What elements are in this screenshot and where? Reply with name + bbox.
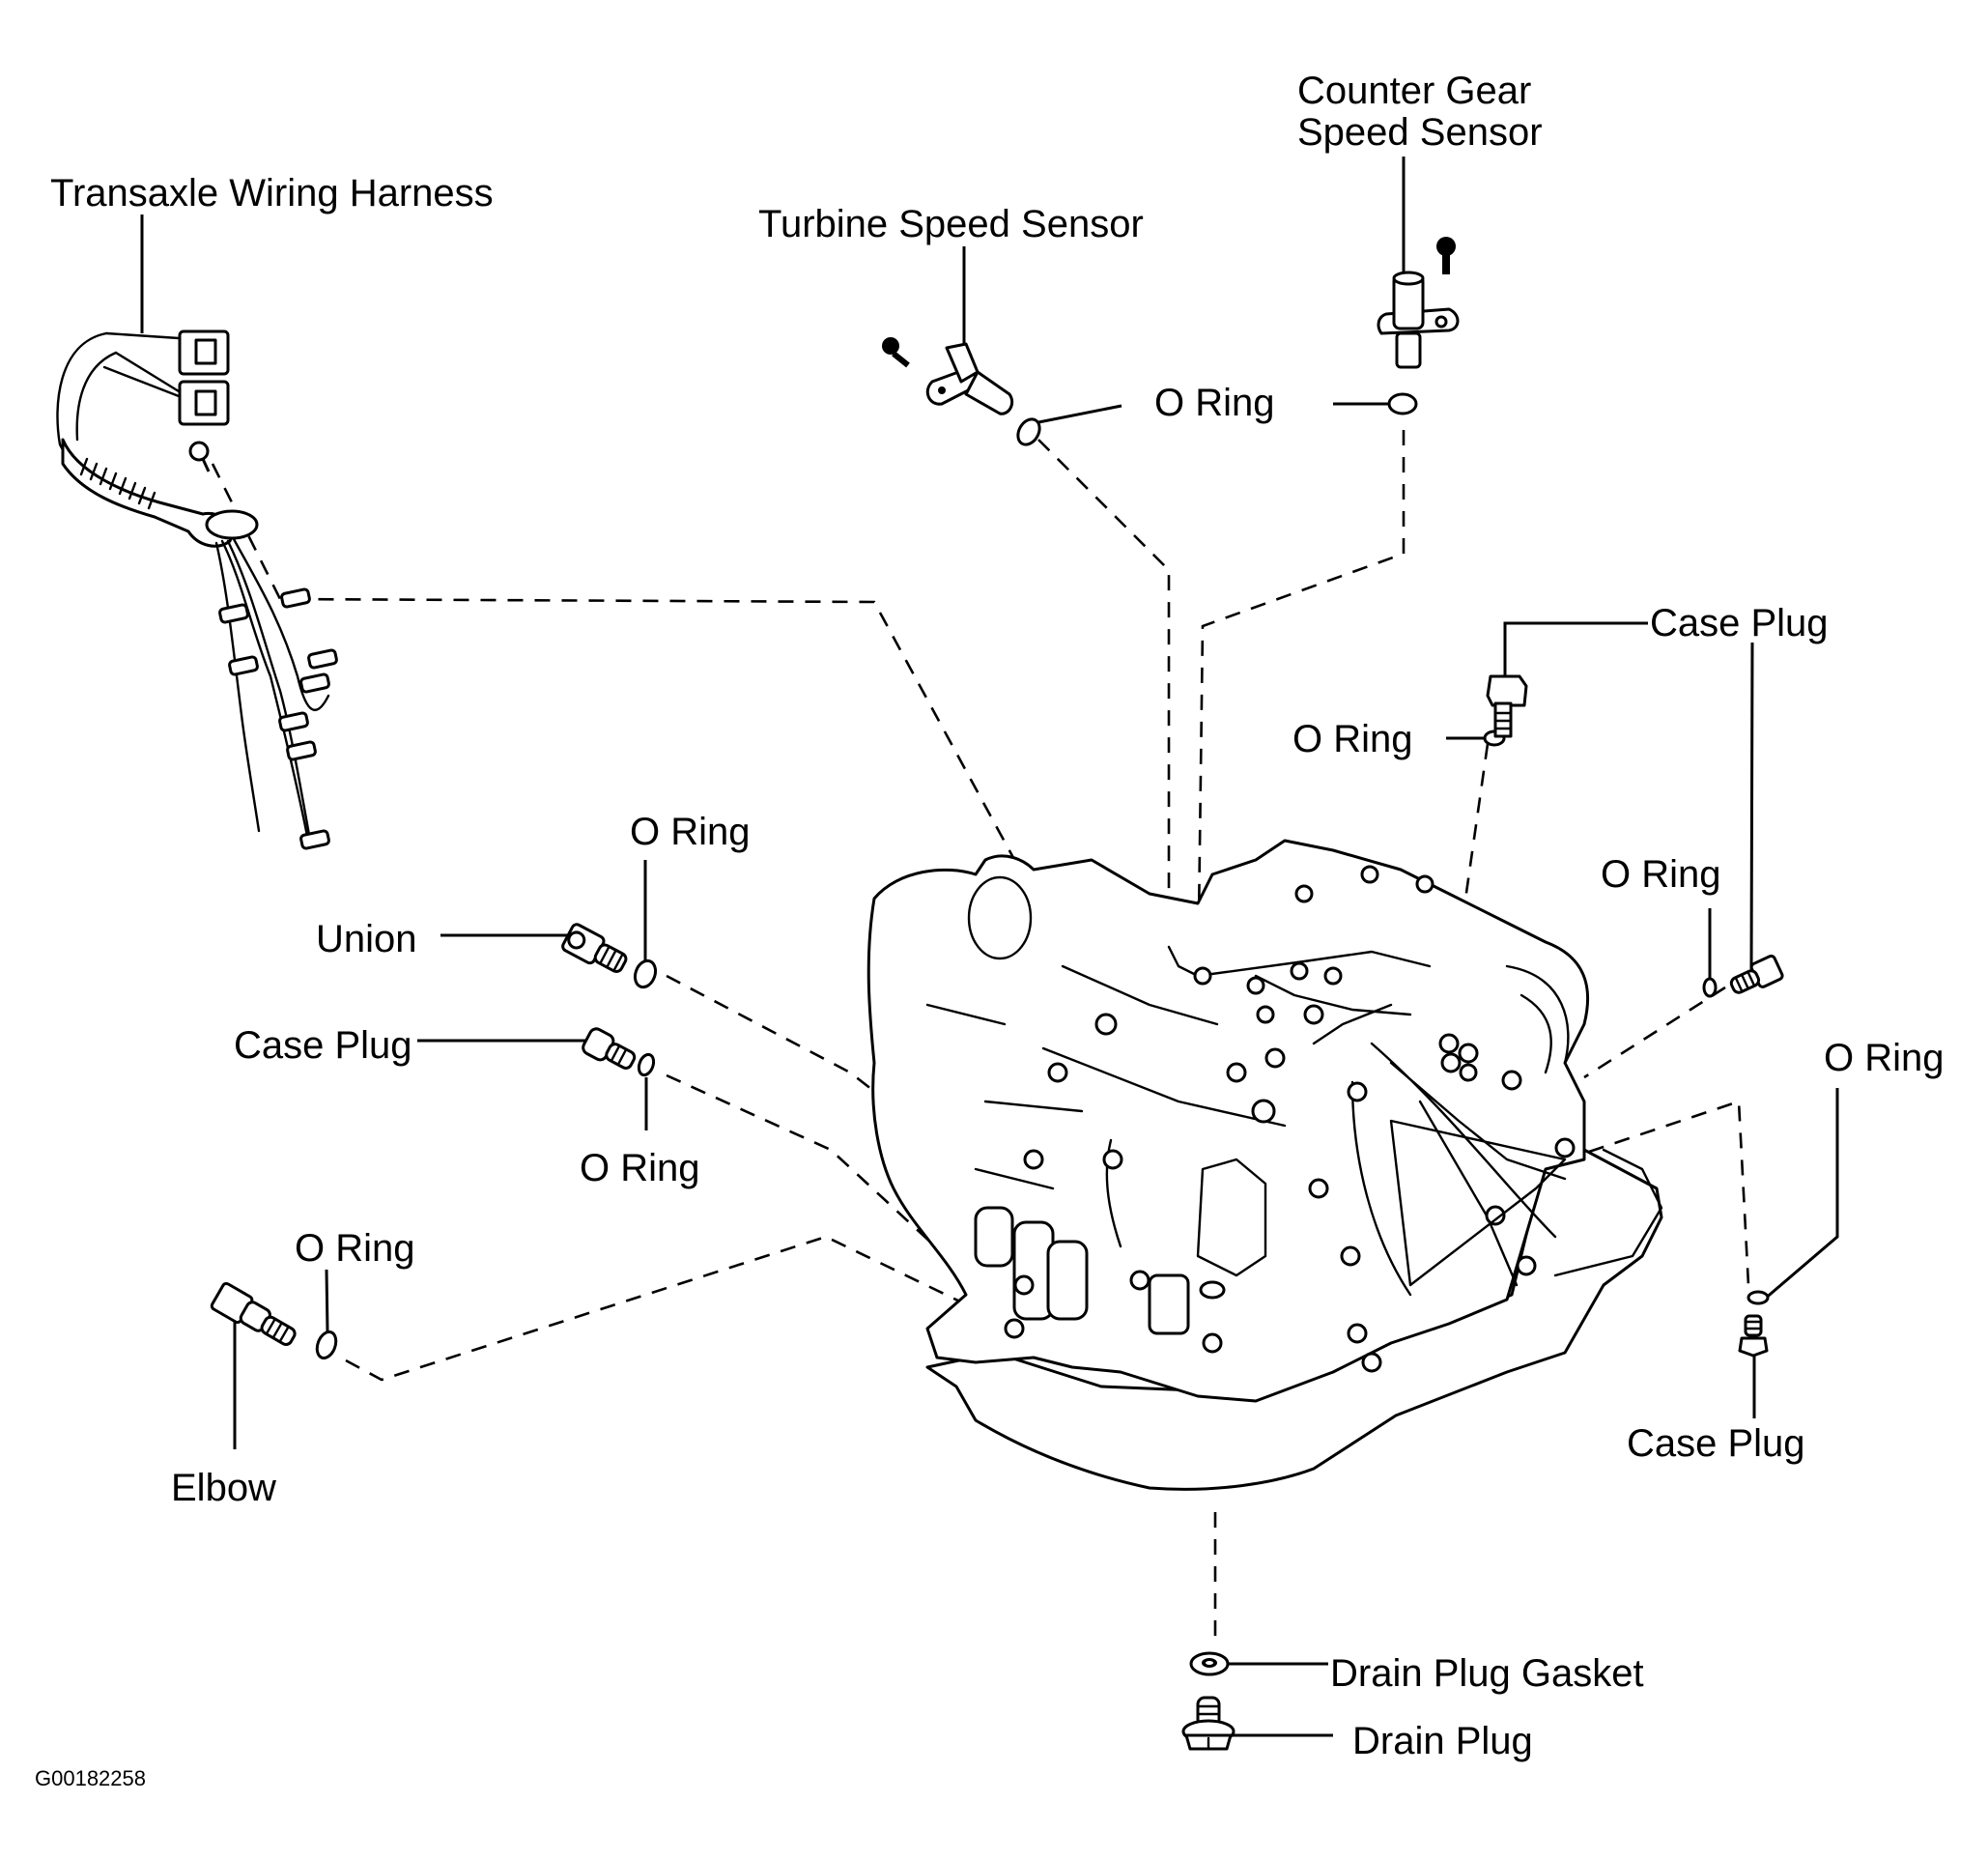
o-ring-counter-gear-icon (1387, 392, 1418, 415)
label-o-ring-right-mid: O Ring (1601, 853, 1721, 896)
drain-plug-gasket-icon (1189, 1651, 1230, 1676)
label-o-ring-sensors: O Ring (1154, 382, 1275, 424)
label-o-ring-far-right: O Ring (1824, 1037, 1945, 1079)
case-plug-top-icon (1486, 674, 1528, 738)
o-ring-right-mid-icon (1702, 977, 1718, 998)
case-plug-right-icon (1729, 954, 1784, 994)
label-drain-plug: Drain Plug (1352, 1720, 1533, 1762)
union-icon (561, 923, 628, 973)
label-speed-sensor: Speed Sensor (1297, 111, 1543, 154)
case-plug-left-icon (582, 1027, 637, 1070)
leader-lines (140, 157, 1839, 1737)
label-o-ring-case-plug-left: O Ring (580, 1147, 700, 1189)
label-elbow: Elbow (171, 1467, 276, 1509)
label-union: Union (316, 918, 417, 960)
label-case-plug-bottom-right: Case Plug (1627, 1422, 1805, 1465)
o-ring-case-plug-left-icon (637, 1052, 656, 1077)
counter-gear-speed-sensor-icon (1377, 237, 1460, 369)
label-counter-gear: Counter Gear (1297, 70, 1531, 112)
label-transaxle-wiring-harness: Transaxle Wiring Harness (50, 172, 494, 214)
wiring-harness-icon (56, 329, 338, 850)
label-o-ring-top-right: O Ring (1292, 718, 1413, 760)
o-ring-turbine-icon (1016, 417, 1041, 446)
label-drain-plug-gasket: Drain Plug Gasket (1330, 1652, 1644, 1695)
elbow-icon (210, 1281, 297, 1346)
o-ring-far-right-icon (1747, 1290, 1770, 1305)
o-rings (315, 392, 1770, 1360)
turbine-speed-sensor-icon (882, 337, 1014, 415)
case-plug-bottom-right-icon (1738, 1314, 1769, 1358)
transaxle-assembly-icon (866, 839, 1663, 1491)
label-o-ring-elbow: O Ring (295, 1227, 415, 1270)
label-case-plug-top: Case Plug (1650, 602, 1829, 644)
label-turbine-speed-sensor: Turbine Speed Sensor (758, 203, 1144, 245)
figure-code: G00182258 (35, 1766, 146, 1790)
label-o-ring-union: O Ring (630, 811, 751, 853)
o-ring-elbow-icon (315, 1330, 338, 1360)
o-ring-union-icon (633, 958, 658, 989)
drain-plug-icon (1181, 1696, 1235, 1751)
label-case-plug-left: Case Plug (234, 1024, 412, 1067)
